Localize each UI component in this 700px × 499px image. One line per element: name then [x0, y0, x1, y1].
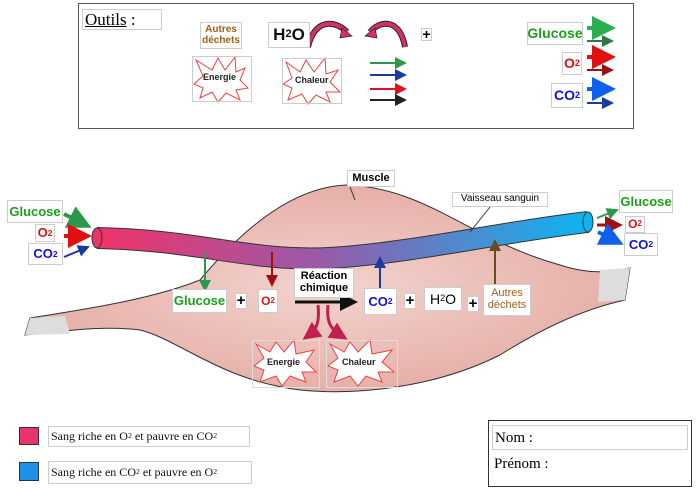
nom-field[interactable]: Nom : — [492, 425, 688, 450]
energie-burst-icon — [193, 55, 250, 103]
legend-swatch-blue — [19, 462, 39, 481]
tool-autres-dechets[interactable]: Autres déchets — [200, 22, 242, 49]
eq-chaleur-box — [326, 340, 398, 388]
eq-plus: + — [235, 292, 247, 310]
student-box — [488, 420, 692, 487]
chaleur-label: Chaleur — [295, 75, 329, 85]
tools-title: Outils : — [82, 9, 162, 30]
tools-panel — [78, 3, 634, 129]
chaleur-burst-icon — [281, 56, 342, 105]
eq-chaleur: Chaleur — [342, 357, 376, 367]
tool-arrows — [370, 16, 616, 109]
eq-plus: + — [467, 295, 479, 313]
energie-label: Energie — [203, 72, 237, 82]
in-glucose: Glucose — [7, 200, 63, 223]
eq-energie: Energie — [267, 357, 301, 367]
vessel-label: Vaisseau sanguin — [452, 192, 548, 207]
muscle-label: Muscle — [347, 170, 395, 187]
tool-chaleur[interactable] — [282, 58, 342, 104]
legend-swatch-red — [19, 427, 39, 445]
eq-plus: + — [404, 292, 416, 310]
eq-energie-box — [252, 340, 320, 388]
tool-glucose[interactable]: Glucose — [527, 22, 583, 45]
eq-autres-dechets: Autres déchets — [483, 284, 531, 316]
tool-plus[interactable]: + — [421, 26, 432, 43]
prenom-field[interactable]: Prénom : — [494, 456, 549, 472]
chaleur-burst-icon — [327, 338, 396, 387]
eq-glucose: Glucose — [172, 289, 227, 313]
energie-burst-icon — [253, 338, 318, 387]
tool-energie[interactable] — [192, 56, 252, 102]
out-glucose: Glucose — [619, 190, 673, 213]
reaction-label: Réaction chimique — [294, 268, 354, 298]
